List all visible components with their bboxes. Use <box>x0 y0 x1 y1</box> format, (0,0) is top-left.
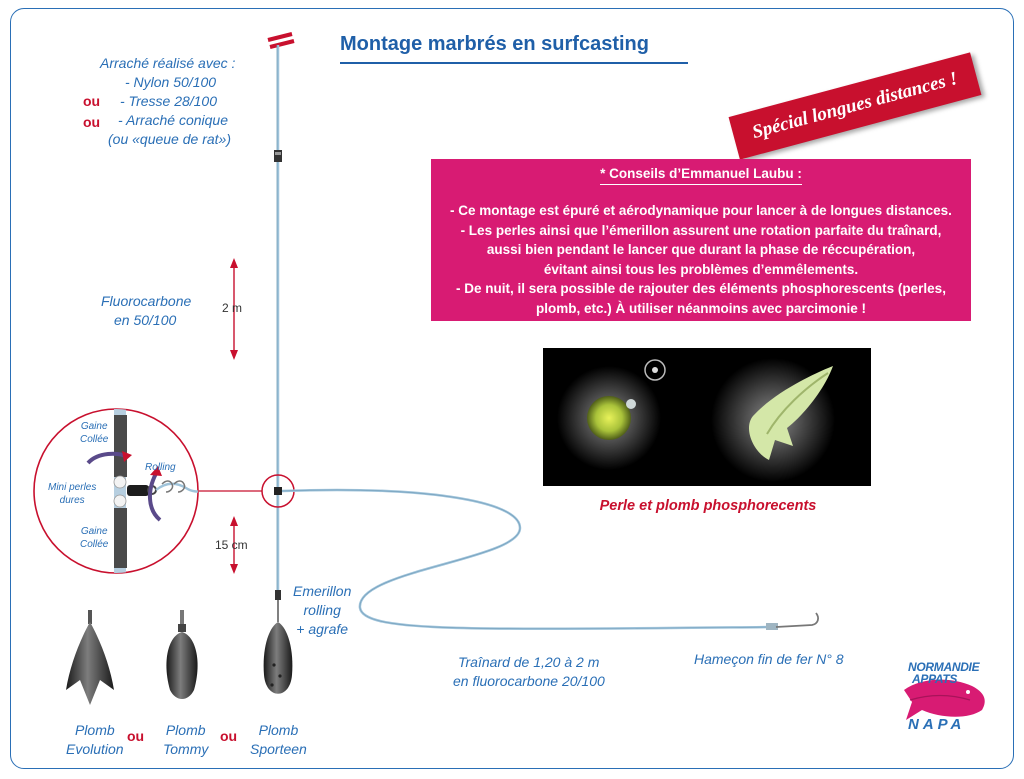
tips-title: * Conseils d’Emmanuel Laubu : <box>600 164 802 185</box>
inset-zoom <box>33 408 199 574</box>
photo-caption: Perle et plomb phosphorecents <box>599 498 817 514</box>
note-hamecon: Hameçon fin de fer N° 8 <box>694 651 844 667</box>
inset-gaine-bottom-label: Gaine Collée <box>80 526 109 550</box>
title-underline <box>340 62 688 64</box>
inset-rolling-label: Rolling <box>145 462 176 473</box>
napa-logo: NORMANDIE APPATS NAPA <box>900 658 990 736</box>
note-trainard-fluoro: en fluorocarbone 20/100 <box>453 673 605 689</box>
note-fluoro-size: en 50/100 <box>114 312 177 328</box>
note-arrache-title: Arraché réalisé avec : <box>100 55 236 71</box>
glowing-sinker <box>748 366 833 460</box>
line-swivel-icon <box>274 150 282 162</box>
tips-line: - Ce montage est épuré et aérodynamique … <box>450 203 952 218</box>
tips-lines: - Ce montage est épuré et aérodynamique … <box>431 201 971 318</box>
sinker-evolution-icon <box>66 610 114 705</box>
tips-line: aussi bien pendant le lancer que durant … <box>486 242 916 257</box>
phosphorescent-photo <box>543 348 871 486</box>
measure-2m-label: 2 m <box>222 301 243 315</box>
logo-text-appats: APPATS <box>912 672 958 686</box>
note-fluoro: Fluorocarbone <box>101 293 192 309</box>
tips-line: évitant ainsi tous les problèmes d’emmêl… <box>543 261 859 277</box>
tips-line: - De nuit, il sera possible de rajouter … <box>456 281 946 296</box>
page-frame <box>10 8 1014 769</box>
note-emerillon: Emerillon rolling + agrafe <box>293 583 352 637</box>
note-queue-de-rat: (ou «queue de rat») <box>108 131 231 147</box>
label-plomb-sporteen: Plomb Sporteen <box>250 722 307 757</box>
sinker-tommy-icon <box>166 610 198 699</box>
logo-text-napa: NAPA <box>908 716 966 733</box>
note-conique: - Arraché conique <box>118 112 228 128</box>
note-trainard: Traînard de 1,20 à 2 m <box>458 654 600 670</box>
tips-box: * Conseils d’Emmanuel Laubu : - Ce monta… <box>431 159 971 321</box>
inset-gaine-top-label: Gaine Collée <box>80 421 109 445</box>
logo-fish-icon <box>904 679 985 720</box>
sinker-sporteen-icon <box>263 590 293 694</box>
hook-icon <box>766 612 819 630</box>
note-nylon: - Nylon 50/100 <box>125 74 217 90</box>
measure-15cm-label: 15 cm <box>215 538 248 552</box>
label-plomb-evolution: Plomb Evolution <box>66 722 124 757</box>
inset-perles-label: Mini perles dures <box>48 482 97 506</box>
measure-2m-arrow <box>230 258 238 360</box>
logo-text-normandie: NORMANDIE <box>908 660 980 674</box>
measure-15cm-arrow <box>230 516 238 574</box>
or-label: ou <box>83 114 101 130</box>
or-label: ou <box>220 728 238 744</box>
line-top-marker <box>267 32 295 49</box>
note-tresse: - Tresse 28/100 <box>120 93 218 109</box>
label-plomb-tommy: Plomb Tommy <box>163 722 209 757</box>
or-label: ou <box>127 728 145 744</box>
glowing-bead <box>587 396 631 440</box>
page-title: Montage marbrés en surfcasting <box>340 33 649 55</box>
tips-line: - Les perles ainsi que l’émerillon assur… <box>460 222 942 238</box>
or-label: ou <box>83 93 101 109</box>
tips-line: plomb, etc.) À utiliser néanmoins avec p… <box>535 300 867 316</box>
